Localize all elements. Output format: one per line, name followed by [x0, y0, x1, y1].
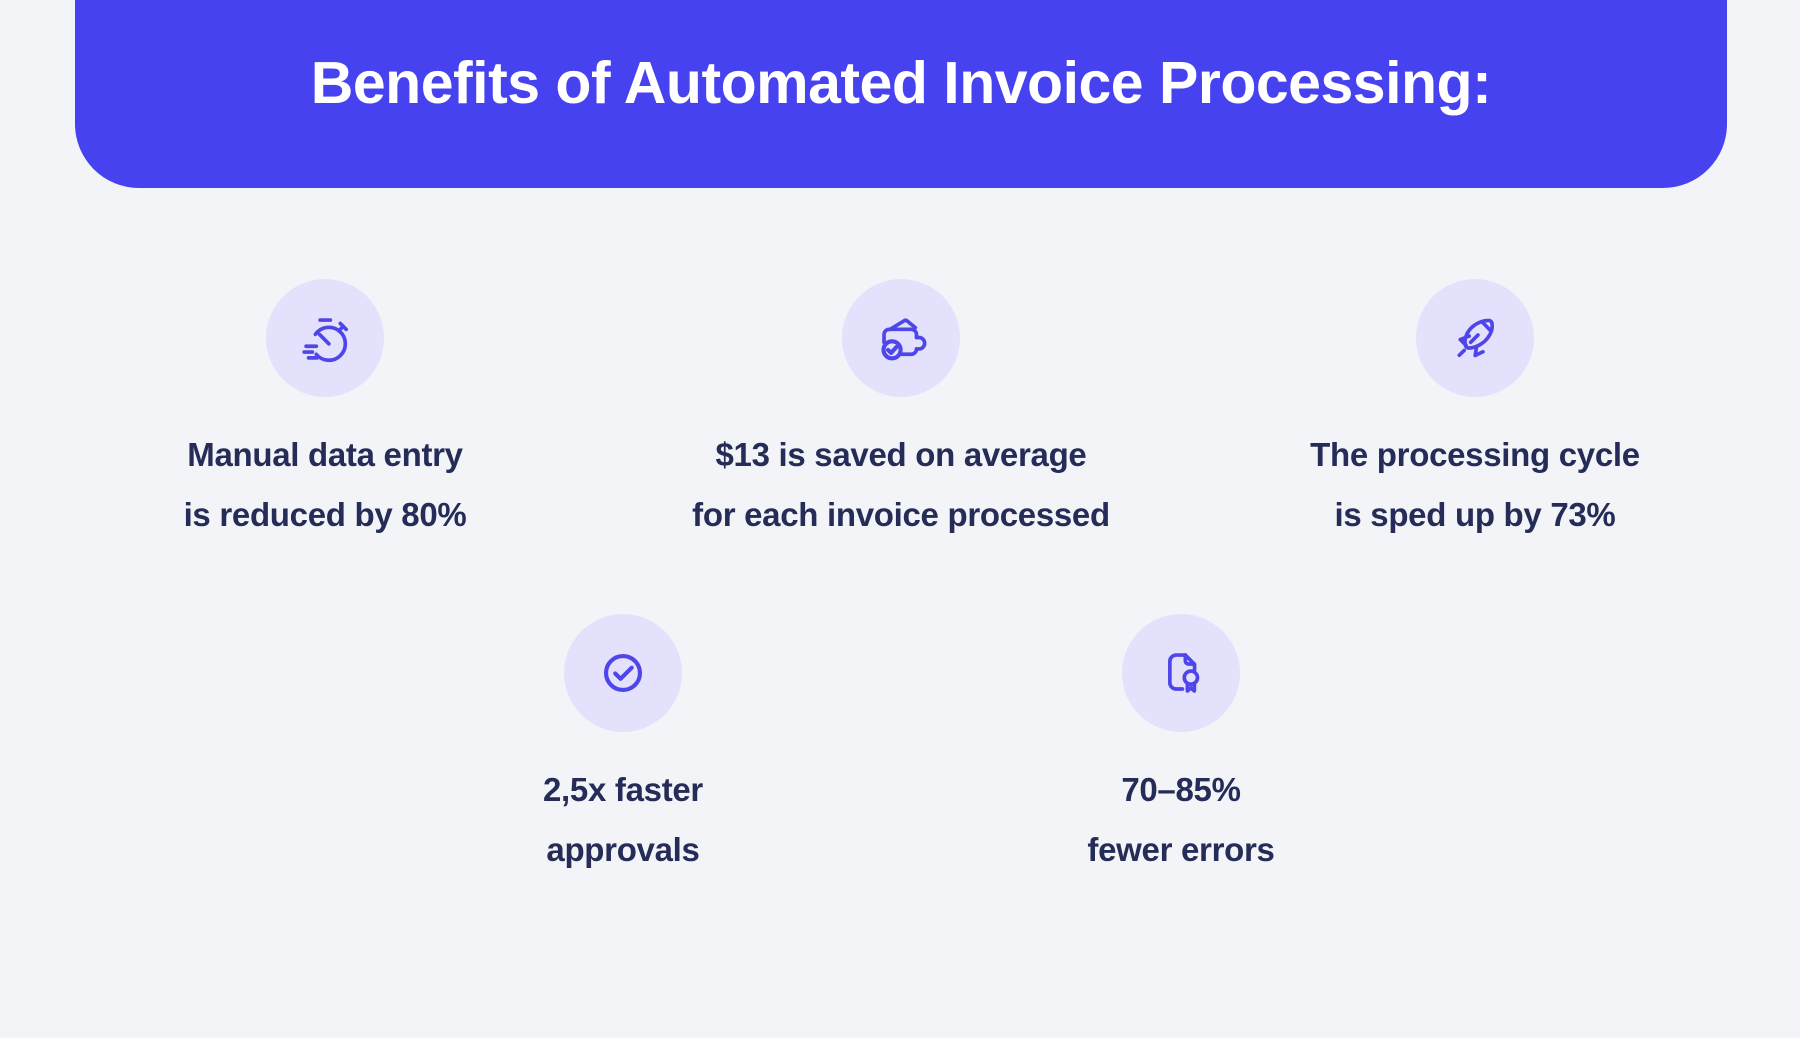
benefit-text: $13 is saved on average for each invoice… [692, 425, 1110, 545]
benefit-card-savings: $13 is saved on average for each invoice… [621, 279, 1181, 545]
icon-circle [1416, 279, 1534, 397]
rocket-icon [1457, 318, 1495, 358]
benefit-line: fewer errors [1087, 831, 1275, 868]
wallet-check-icon [881, 318, 927, 361]
document-certificate-icon [1168, 653, 1200, 693]
benefit-line: Manual data entry [187, 436, 463, 473]
icon-circle [564, 614, 682, 732]
benefit-line: The processing cycle [1310, 436, 1640, 473]
benefit-text: Manual data entry is reduced by 80% [184, 425, 467, 545]
benefit-line: approvals [546, 831, 700, 868]
benefit-card-approvals: 2,5x faster approvals [343, 614, 903, 880]
header-banner: Benefits of Automated Invoice Processing… [75, 0, 1727, 188]
icon-circle [266, 279, 384, 397]
stopwatch-icon [302, 318, 348, 363]
benefit-line: is reduced by 80% [183, 496, 467, 533]
benefit-line: is sped up by 73% [1334, 496, 1616, 533]
check-circle-icon [603, 653, 643, 693]
benefit-line: 70–85% [1121, 771, 1241, 808]
benefit-line: $13 is saved on average [715, 436, 1087, 473]
benefit-card-speed: The processing cycle is sped up by 73% [1195, 279, 1755, 545]
benefit-line: 2,5x faster [543, 771, 703, 808]
icon-circle [842, 279, 960, 397]
benefit-text: 2,5x faster approvals [543, 760, 703, 880]
benefit-text: The processing cycle is sped up by 73% [1310, 425, 1640, 545]
page-title: Benefits of Automated Invoice Processing… [310, 50, 1492, 116]
benefit-card-errors: 70–85% fewer errors [901, 614, 1461, 880]
benefit-line: for each invoice processed [692, 496, 1110, 533]
benefit-text: 70–85% fewer errors [1087, 760, 1274, 880]
benefit-card-manual-entry: Manual data entry is reduced by 80% [45, 279, 605, 545]
icon-circle [1122, 614, 1240, 732]
